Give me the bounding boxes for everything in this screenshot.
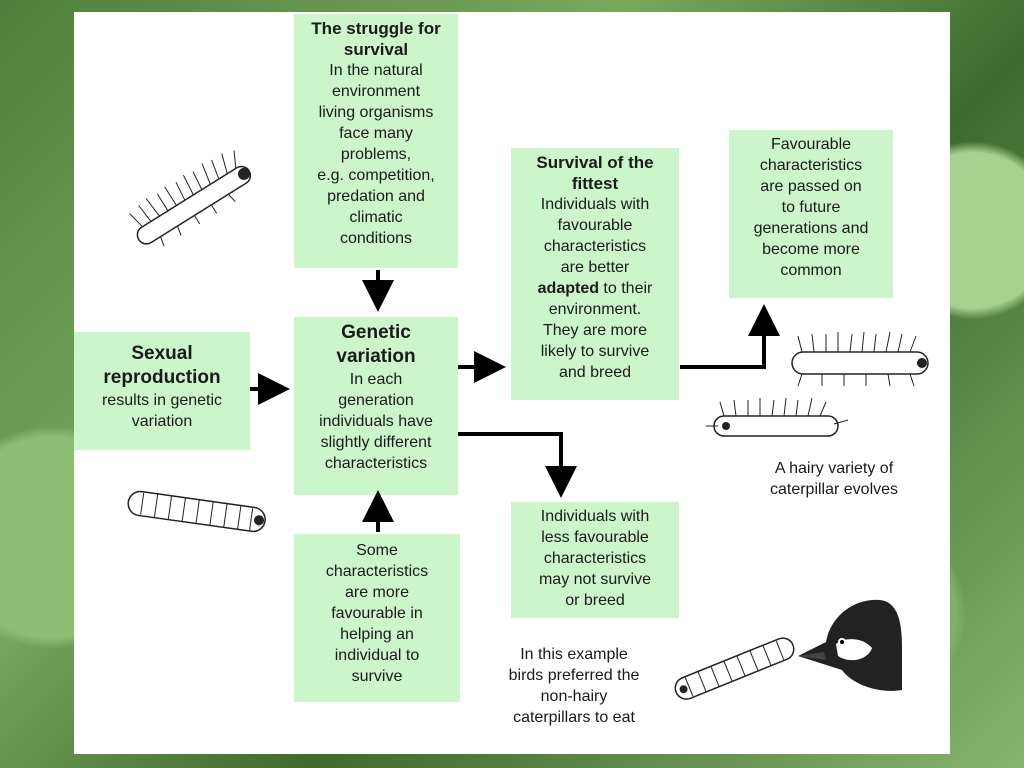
arrows-and-illustrations [127, 150, 929, 700]
less-favourable-body: Individuals with less favourable charact… [538, 508, 652, 609]
struggle-body: In the natural environment living organi… [317, 62, 435, 247]
hairy-caterpillar-icon [129, 150, 252, 247]
passed-on-box: Favourable characteristics are passed on… [729, 130, 893, 298]
genetic-title: Genetic variation [336, 322, 416, 367]
hairy-variety-caption: A hairy variety of caterpillar evolves [769, 460, 899, 498]
adapted-word: adapted [537, 280, 599, 297]
favourable-some-body: Some characteristics are more favourable… [325, 542, 429, 685]
struggle-box: The struggle for survival In the natural… [294, 14, 458, 268]
fittest-body-2: adapted to their [517, 278, 673, 299]
survival-fittest-box: Survival of the fittest Individuals with… [511, 148, 679, 400]
genetic-variation-box: Genetic variation In each generation ind… [294, 317, 458, 495]
fittest-body-3: environment. They are more likely to sur… [540, 301, 650, 381]
plain-caterpillar-prey-icon [674, 637, 795, 700]
sexual-reproduction-box: Sexual reproduction results in genetic v… [74, 332, 250, 450]
plain-caterpillar-icon [127, 490, 266, 533]
fittest-title: Survival of the fittest [536, 153, 654, 193]
diagram-panel: The struggle for survival In the natural… [74, 12, 950, 754]
sexual-body: results in genetic variation [101, 392, 223, 430]
genetic-body: In each generation individuals have slig… [319, 371, 433, 472]
arrow-fittest-to-passed-on [680, 304, 780, 369]
hairy-caterpillar-right-icon [791, 331, 929, 387]
bird-icon [798, 599, 902, 691]
fittest-to-their: to their [598, 280, 653, 297]
favourable-characteristics-box: Some characteristics are more favourable… [294, 534, 460, 702]
struggle-title: The struggle for survival [311, 19, 441, 59]
sexual-title: Sexual reproduction [103, 343, 221, 388]
less-favourable-box: Individuals with less favourable charact… [511, 502, 679, 618]
fittest-body-1: Individuals with favourable characterist… [540, 196, 650, 276]
passed-on-body: Favourable characteristics are passed on… [753, 136, 869, 279]
hairy-caterpillar-right-lower-icon [706, 397, 849, 437]
arrow-genetic-to-less-favourable [458, 432, 577, 498]
bird-example-caption: In this example birds preferred the non-… [508, 646, 640, 726]
